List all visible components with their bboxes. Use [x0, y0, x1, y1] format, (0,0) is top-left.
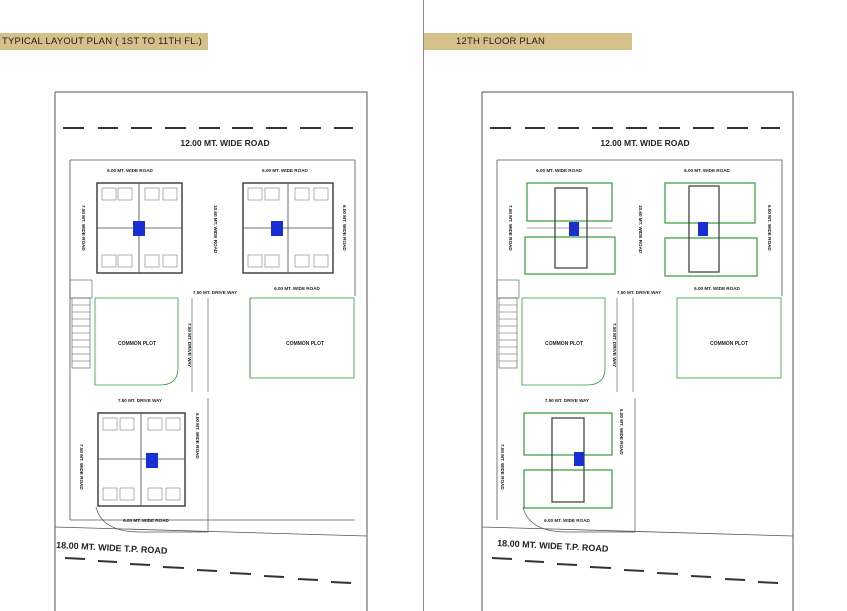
label-6m-road-c: 6.00 MT. WIDE ROAD	[274, 286, 320, 291]
label-6m-road-a: 6.00 MT. WIDE ROAD	[107, 168, 153, 173]
label-75m-road-lower: 7.50 MT. WIDE ROAD	[79, 444, 84, 490]
driveway-edge-r	[616, 298, 634, 392]
common-plot-right-label: COMMON PLOT	[286, 341, 324, 347]
label-driveway-lower-r: 7.50 MT. DRIVE WAY	[545, 398, 589, 403]
label-driveway-vertical: 7.50 MT. DRIVE WAY	[187, 323, 192, 367]
typical-layout-plan: 12.00 MT. WIDE ROAD 6.00 MT. WIDE ROAD 6…	[54, 91, 368, 611]
label-1060m-road: 10.60 MT. WIDE ROAD	[213, 205, 218, 254]
label-6m-road-bottom: 6.00 MT. WIDE ROAD	[123, 518, 169, 523]
common-plot-left-outline-r	[521, 297, 606, 386]
top-road-edge-right	[497, 159, 783, 296]
building-b-terrace	[664, 182, 758, 277]
typical-layout-header: TYPICAL LAYOUT PLAN ( 1ST TO 11TH FL.)	[0, 33, 208, 50]
label-6m-road-vert-lower-r: 6.00 MT. WIDE ROAD	[619, 409, 624, 455]
label-6m-road-vert-lower: 6.00 MT. WIDE ROAD	[195, 413, 200, 459]
site-boundary-right	[481, 91, 794, 611]
bottom-road-dashes-r	[491, 557, 779, 584]
bottom-road-edge-r	[481, 526, 794, 537]
road-top-label: 12.00 MT. WIDE ROAD	[180, 138, 269, 148]
stair-column	[69, 279, 93, 369]
building-b	[242, 182, 334, 274]
label-75m-road-left-r: 7.50 MT. WIDE ROAD	[508, 205, 513, 251]
driveway-edge	[191, 298, 251, 392]
left-road-edge	[69, 160, 355, 521]
common-plot-left-outline	[94, 297, 179, 386]
label-driveway-mid: 7.50 MT. DRIVE WAY	[193, 290, 237, 295]
road-bottom-label: 18.00 MT. WIDE T.P. ROAD	[56, 540, 168, 556]
center-divider	[423, 0, 424, 611]
twelfth-floor-header: 12TH FLOOR PLAN	[424, 33, 632, 50]
label-6m-road-right-r: 6.00 MT. WIDE ROAD	[767, 205, 772, 251]
label-6m-road-right: 6.00 MT. WIDE ROAD	[342, 205, 347, 251]
common-plot-left-label: COMMON PLOT	[118, 341, 156, 347]
building-a-terrace	[524, 182, 616, 275]
bottom-road-edge	[54, 526, 368, 537]
label-driveway-mid-r: 7.50 MT. DRIVE WAY	[617, 290, 661, 295]
site-boundary	[54, 91, 368, 611]
road-bottom-label-r: 18.00 MT. WIDE T.P. ROAD	[497, 538, 609, 554]
label-6m-road-b-right: 6.00 MT. WIDE ROAD	[684, 168, 730, 173]
label-1060m-road-r: 10.60 MT. WIDE ROAD	[638, 205, 643, 254]
road-top-label-right: 12.00 MT. WIDE ROAD	[600, 138, 689, 148]
label-6m-road-b: 6.00 MT. WIDE ROAD	[262, 168, 308, 173]
label-6m-road-a-right: 6.00 MT. WIDE ROAD	[536, 168, 582, 173]
label-driveway-vertical-r: 7.50 MT. DRIVE WAY	[612, 323, 617, 367]
top-road-edge	[70, 159, 356, 296]
bottom-road-dashes	[64, 557, 352, 584]
label-75m-road-left: 7.50 MT. WIDE ROAD	[81, 205, 86, 251]
label-75m-road-lower-r: 7.50 MT. WIDE ROAD	[500, 444, 505, 490]
common-plot-left-label-r: COMMON PLOT	[545, 341, 583, 347]
label-6m-road-bottom-r: 6.00 MT. WIDE ROAD	[544, 518, 590, 523]
stair-column-right	[496, 279, 520, 369]
building-a	[96, 182, 183, 274]
common-plot-right-outline-r	[676, 297, 782, 379]
label-6m-road-c-r: 6.00 MT. WIDE ROAD	[694, 286, 740, 291]
building-c	[97, 412, 186, 507]
twelfth-floor-plan: 12.00 MT. WIDE ROAD 6.00 MT. WIDE ROAD 6…	[481, 91, 794, 611]
common-plot-right-label-r: COMMON PLOT	[710, 341, 748, 347]
building-c-terrace	[523, 412, 613, 509]
label-driveway-lower: 7.50 MT. DRIVE WAY	[118, 398, 162, 403]
common-plot-right-outline	[249, 297, 355, 379]
